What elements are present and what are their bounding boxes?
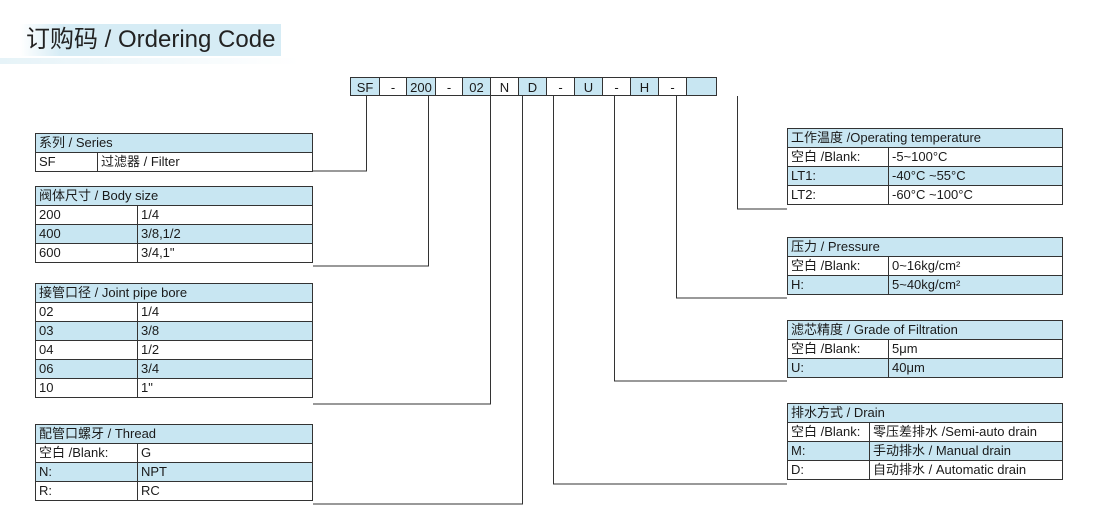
thread-value: RC xyxy=(137,481,313,501)
body-size-value: 1/4 xyxy=(137,205,313,225)
filtration-table: 滤芯精度 / Grade of Filtration 空白 /Blank:5μm… xyxy=(787,320,1063,378)
pressure-value: 0~16kg/cm² xyxy=(888,256,1063,276)
connector-pressure xyxy=(676,96,787,299)
filtration-code: 空白 /Blank: xyxy=(787,339,889,359)
series-table: 系列 / Series SF 过滤器 / Filter xyxy=(35,133,313,172)
connector-thread xyxy=(313,96,523,505)
temperature-code: LT1: xyxy=(787,166,889,186)
body-size-code: 200 xyxy=(35,205,138,225)
connector-temperature xyxy=(737,96,787,210)
connector-filtration xyxy=(614,96,787,382)
ordering-code-row: SF - 200 - 02 N D - U - H - xyxy=(350,77,717,96)
pressure-header: 压力 / Pressure xyxy=(787,237,1063,257)
drain-code: M: xyxy=(787,441,870,461)
pressure-code: 空白 /Blank: xyxy=(787,256,889,276)
drain-value: 零压差排水 /Semi-auto drain xyxy=(869,422,1063,442)
series-code: SF xyxy=(35,152,98,172)
connector-drain xyxy=(553,96,787,485)
body-size-code: 400 xyxy=(35,224,138,244)
pipe-bore-code: 10 xyxy=(35,378,138,398)
pipe-bore-value: 1/2 xyxy=(137,340,313,360)
drain-value: 手动排水 / Manual drain xyxy=(869,441,1063,461)
pressure-value: 5~40kg/cm² xyxy=(888,275,1063,295)
drain-value: 自动排水 / Automatic drain xyxy=(869,460,1063,480)
pipe-bore-value: 1" xyxy=(137,378,313,398)
connector-series xyxy=(313,96,367,172)
temperature-header: 工作温度 /Operating temperature xyxy=(787,128,1063,148)
series-desc: 过滤器 / Filter xyxy=(97,152,313,172)
code-cell-dash: - xyxy=(546,77,575,96)
filtration-code: U: xyxy=(787,358,889,378)
temperature-code: 空白 /Blank: xyxy=(787,147,889,167)
code-cell-temperature xyxy=(686,77,717,96)
drain-code: D: xyxy=(787,460,870,480)
temperature-code: LT2: xyxy=(787,185,889,205)
pipe-bore-code: 06 xyxy=(35,359,138,379)
body-size-header: 阀体尺寸 / Body size xyxy=(35,186,313,206)
thread-code: N: xyxy=(35,462,138,482)
series-header: 系列 / Series xyxy=(35,133,313,153)
pipe-bore-code: 03 xyxy=(35,321,138,341)
code-cell-dash: - xyxy=(602,77,631,96)
thread-header: 配管口螺牙 / Thread xyxy=(35,424,313,444)
filtration-value: 40μm xyxy=(888,358,1063,378)
filtration-value: 5μm xyxy=(888,339,1063,359)
drain-table: 排水方式 / Drain 空白 /Blank:零压差排水 /Semi-auto … xyxy=(787,403,1063,480)
page-title: 订购码 / Ordering Code xyxy=(20,24,282,56)
body-size-value: 3/8,1/2 xyxy=(137,224,313,244)
pipe-bore-value: 3/8 xyxy=(137,321,313,341)
connector-pipe-bore xyxy=(313,96,491,405)
drain-header: 排水方式 / Drain xyxy=(787,403,1063,423)
body-size-code: 600 xyxy=(35,243,138,263)
pressure-table: 压力 / Pressure 空白 /Blank:0~16kg/cm² H:5~4… xyxy=(787,237,1063,295)
pipe-bore-code: 02 xyxy=(35,302,138,322)
pipe-bore-value: 3/4 xyxy=(137,359,313,379)
pressure-code: H: xyxy=(787,275,889,295)
pipe-bore-value: 1/4 xyxy=(137,302,313,322)
temperature-table: 工作温度 /Operating temperature 空白 /Blank:-5… xyxy=(787,128,1063,205)
temperature-value: -5~100°C xyxy=(888,147,1063,167)
thread-code: R: xyxy=(35,481,138,501)
thread-table: 配管口螺牙 / Thread 空白 /Blank:G N:NPT R:RC xyxy=(35,424,313,501)
drain-code: 空白 /Blank: xyxy=(787,422,870,442)
thread-value: NPT xyxy=(137,462,313,482)
temperature-value: -40°C ~55°C xyxy=(888,166,1063,186)
body-size-value: 3/4,1" xyxy=(137,243,313,263)
thread-value: G xyxy=(137,443,313,463)
connector-body-size xyxy=(313,96,429,267)
pipe-bore-code: 04 xyxy=(35,340,138,360)
thread-code: 空白 /Blank: xyxy=(35,443,138,463)
pipe-bore-header: 接管口径 / Joint pipe bore xyxy=(35,283,313,303)
title-underline xyxy=(0,58,300,64)
filtration-header: 滤芯精度 / Grade of Filtration xyxy=(787,320,1063,340)
temperature-value: -60°C ~100°C xyxy=(888,185,1063,205)
